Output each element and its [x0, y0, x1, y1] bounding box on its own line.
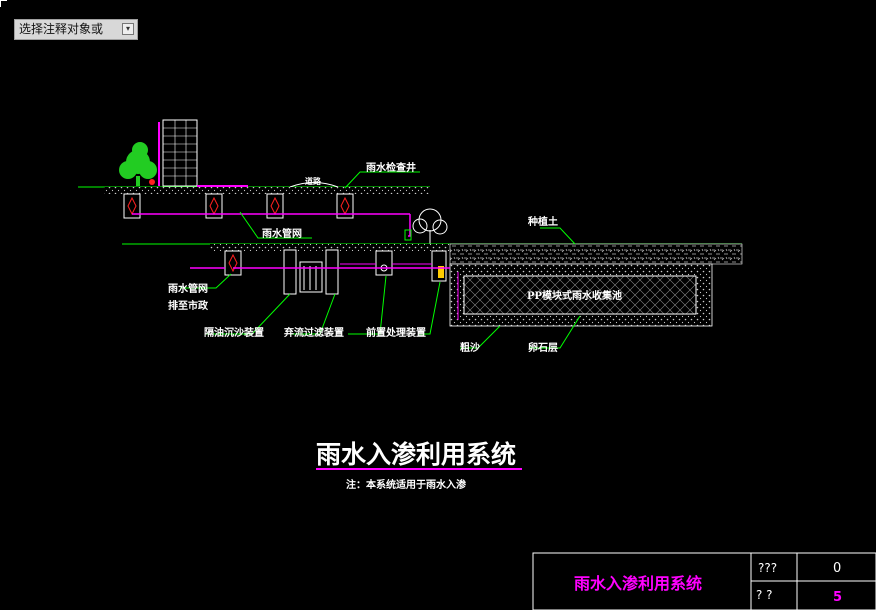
- leader-lines: [180, 171, 581, 349]
- tree-left: [119, 142, 157, 186]
- chevron-down-icon[interactable]: ▾: [122, 23, 134, 35]
- annotation-object-select[interactable]: 选择注释对象或 ▾: [14, 19, 138, 40]
- title-block-top-value: 0: [833, 561, 841, 576]
- label-pebble-layer: 卵石层: [528, 341, 558, 354]
- label-inspection-well: 雨水检查井: [366, 161, 416, 174]
- label-to-municipal: 排至市政: [168, 299, 209, 312]
- upper-ground: [78, 182, 430, 194]
- collection-tank: [449, 263, 713, 327]
- label-planting-soil: 种植土: [527, 215, 558, 228]
- upper-inspection-wells: [123, 193, 354, 219]
- title-block-name: 雨水入渗利用系统: [574, 574, 702, 593]
- label-road: 道路: [305, 176, 322, 186]
- title-block-bottom-label: ? ?: [756, 588, 773, 602]
- drawing-note: 注：本系统适用于雨水入渗: [346, 478, 467, 491]
- label-pipe-network-upper: 雨水管网: [262, 227, 302, 240]
- planting-soil-layer: [449, 243, 743, 265]
- lower-wells: [224, 249, 447, 295]
- drawing-labels: 雨水检查井 道路 雨水管网 种植土 雨水管网 排至市政 PP模块式雨水收集池 隔…: [168, 161, 622, 354]
- tree-right: [412, 208, 448, 244]
- label-tank: PP模块式雨水收集池: [527, 289, 622, 302]
- label-discard-filter: 弃流过滤装置: [284, 326, 344, 339]
- corner-mark: [0, 0, 7, 7]
- label-oil-sand-separator: 隔油沉沙装置: [204, 326, 264, 339]
- label-pipe-network-left: 雨水管网: [168, 282, 208, 295]
- title-block-bottom-value: 5: [833, 590, 842, 605]
- drawing-title: 雨水入渗利用系统: [316, 440, 516, 469]
- lower-pipes: [190, 263, 450, 269]
- drawing-title-group: 雨水入渗利用系统 注：本系统适用于雨水入渗: [316, 440, 522, 491]
- title-block-top-label: ???: [758, 561, 777, 575]
- label-coarse-sand: 粗沙: [460, 341, 480, 354]
- label-pretreatment: 前置处理装置: [366, 326, 426, 339]
- building: [158, 119, 198, 187]
- title-block: 雨水入渗利用系统 ??? 0 ? ? 5: [532, 552, 876, 610]
- annotation-object-select-label: 选择注释对象或: [19, 22, 104, 36]
